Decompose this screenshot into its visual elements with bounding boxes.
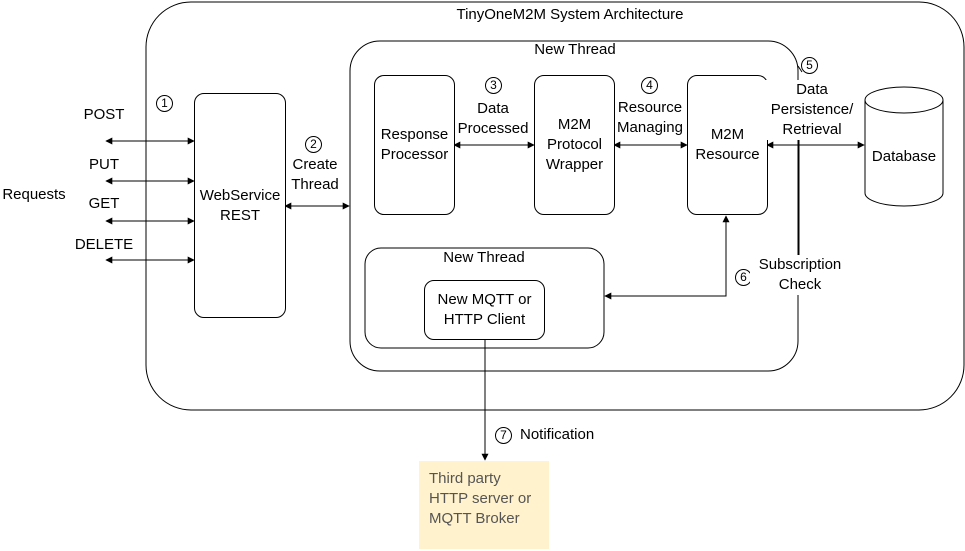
step-3-text: Data Processed: [457, 100, 529, 137]
step-5-text: Data Persistence/ Retrieval: [762, 80, 862, 140]
webservice-rest-box: WebService REST: [194, 93, 286, 318]
m2m-resource-box: M2M Resource: [687, 75, 768, 215]
database-label: Database: [871, 148, 937, 165]
step-7-marker: 7: [495, 427, 512, 444]
step-7-text: Notification: [520, 426, 595, 443]
method-get: GET: [88, 195, 120, 212]
method-put: PUT: [89, 156, 119, 173]
sub-thread-label: New Thread: [443, 249, 525, 266]
method-post: POST: [83, 106, 125, 123]
step-2-marker: 2: [305, 136, 322, 153]
protocol-wrapper-box: M2M Protocol Wrapper: [534, 75, 615, 215]
main-thread-frame: [349, 40, 799, 372]
step5-leader: [797, 65, 803, 73]
response-processor-box: Response Processor: [374, 75, 455, 215]
diagram-title: TinyOneM2M System Architecture: [456, 6, 684, 23]
system-boundary: [145, 1, 965, 411]
step-1-marker: 1: [156, 95, 173, 112]
step-4-text: Resource Managing: [617, 99, 683, 136]
main-thread-label: New Thread: [534, 41, 616, 58]
step-3-marker: 3: [485, 77, 502, 94]
step-5-marker: 5: [801, 57, 818, 74]
database-cylinder: [864, 86, 944, 207]
subscription-check-arrow: [604, 215, 730, 300]
method-delete: DELETE: [74, 236, 134, 253]
step-6-text: Subscription Check: [750, 255, 850, 295]
step-4-marker: 4: [641, 77, 658, 94]
step-2-text: Create Thread: [291, 156, 339, 193]
client-box: New MQTT or HTTP Client: [424, 280, 545, 340]
requests-label: Requests: [2, 186, 66, 203]
third-party-note: Third party HTTP server or MQTT Broker: [419, 461, 549, 549]
